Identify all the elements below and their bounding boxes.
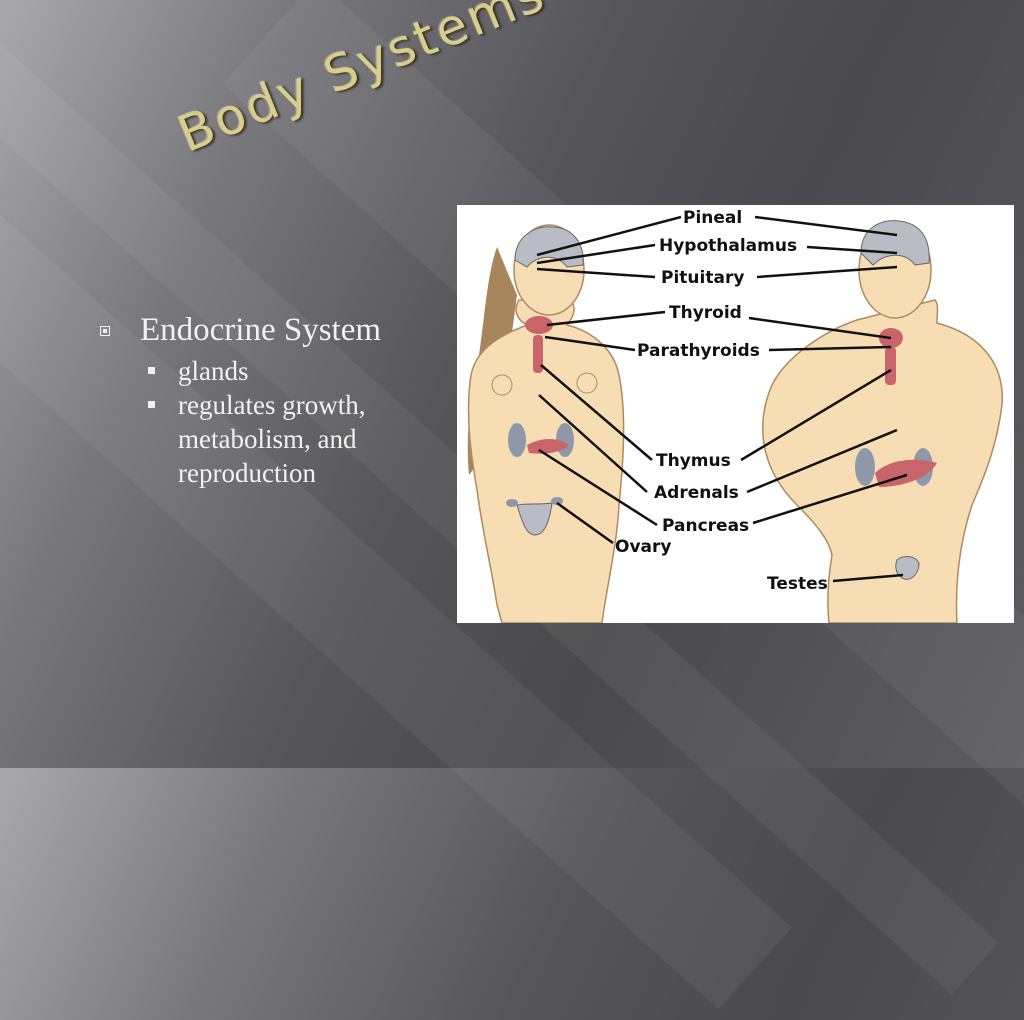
leader-line	[756, 265, 898, 279]
male-thymus	[885, 347, 896, 385]
leader-line	[832, 573, 904, 583]
label-pituitary: Pituitary	[661, 268, 744, 288]
sub-bullet-list: glands regulates growth, metabolism, and…	[148, 354, 445, 490]
female-thymus	[533, 335, 543, 373]
sub-bullet-text: glands	[178, 356, 249, 386]
female-breast	[576, 372, 598, 394]
leader-line	[746, 428, 898, 494]
label-testes: Testes	[767, 574, 828, 594]
square-bullet-icon	[148, 401, 155, 408]
female-brain	[514, 226, 584, 268]
label-pineal: Pineal	[683, 208, 742, 228]
sub-bullet-item: glands	[148, 354, 445, 388]
male-figure	[762, 220, 1003, 623]
label-thyroid: Thyroid	[669, 303, 742, 323]
box-bullet-icon	[100, 326, 110, 336]
leader-line	[536, 243, 656, 265]
leader-line	[768, 345, 892, 352]
label-thymus: Thymus	[656, 451, 731, 471]
leader-line	[538, 448, 658, 527]
leader-line	[544, 335, 636, 352]
female-body	[467, 299, 625, 623]
leader-lines	[536, 215, 908, 583]
label-hypothalamus: Hypothalamus	[659, 236, 797, 256]
sub-bullet-text: regulates growth, metabolism, and reprod…	[178, 390, 366, 488]
leader-line	[546, 310, 666, 327]
endocrine-diagram: Pineal Hypothalamus Pituitary Thyroid Pa…	[457, 205, 1014, 623]
square-bullet-icon	[148, 367, 155, 374]
label-adrenals: Adrenals	[654, 483, 739, 503]
label-parathyroids: Parathyroids	[637, 341, 760, 361]
label-ovary: Ovary	[615, 537, 671, 557]
female-right-kidney	[556, 423, 574, 457]
female-right-ovary	[551, 497, 563, 505]
leader-line	[752, 473, 908, 525]
leader-line	[536, 215, 682, 257]
female-figure	[467, 224, 625, 623]
bullet-list: Endocrine System glands regulates growth…	[100, 310, 445, 490]
female-left-ovary	[506, 499, 518, 507]
leader-line	[806, 245, 898, 255]
leader-line	[748, 316, 892, 340]
leader-line	[556, 501, 614, 545]
leader-line	[536, 267, 656, 279]
leader-line	[740, 368, 892, 462]
male-body	[762, 299, 1003, 623]
male-testes	[895, 556, 920, 580]
leader-line	[540, 364, 653, 461]
diagram-labels: Pineal Hypothalamus Pituitary Thyroid Pa…	[615, 208, 828, 594]
endocrine-illustration: Pineal Hypothalamus Pituitary Thyroid Pa…	[467, 208, 1003, 623]
bullet-item: Endocrine System	[100, 310, 445, 350]
female-left-kidney	[508, 423, 526, 457]
female-uterus	[516, 502, 553, 536]
female-thyroid	[525, 316, 553, 334]
bullet-text: Endocrine System	[140, 312, 382, 348]
sub-bullet-item: regulates growth, metabolism, and reprod…	[148, 388, 445, 490]
female-pancreas	[527, 439, 569, 454]
leader-line	[754, 215, 898, 237]
female-breast	[491, 374, 513, 396]
male-left-kidney	[855, 448, 875, 486]
leader-line	[538, 394, 648, 493]
label-pancreas: Pancreas	[662, 516, 749, 536]
